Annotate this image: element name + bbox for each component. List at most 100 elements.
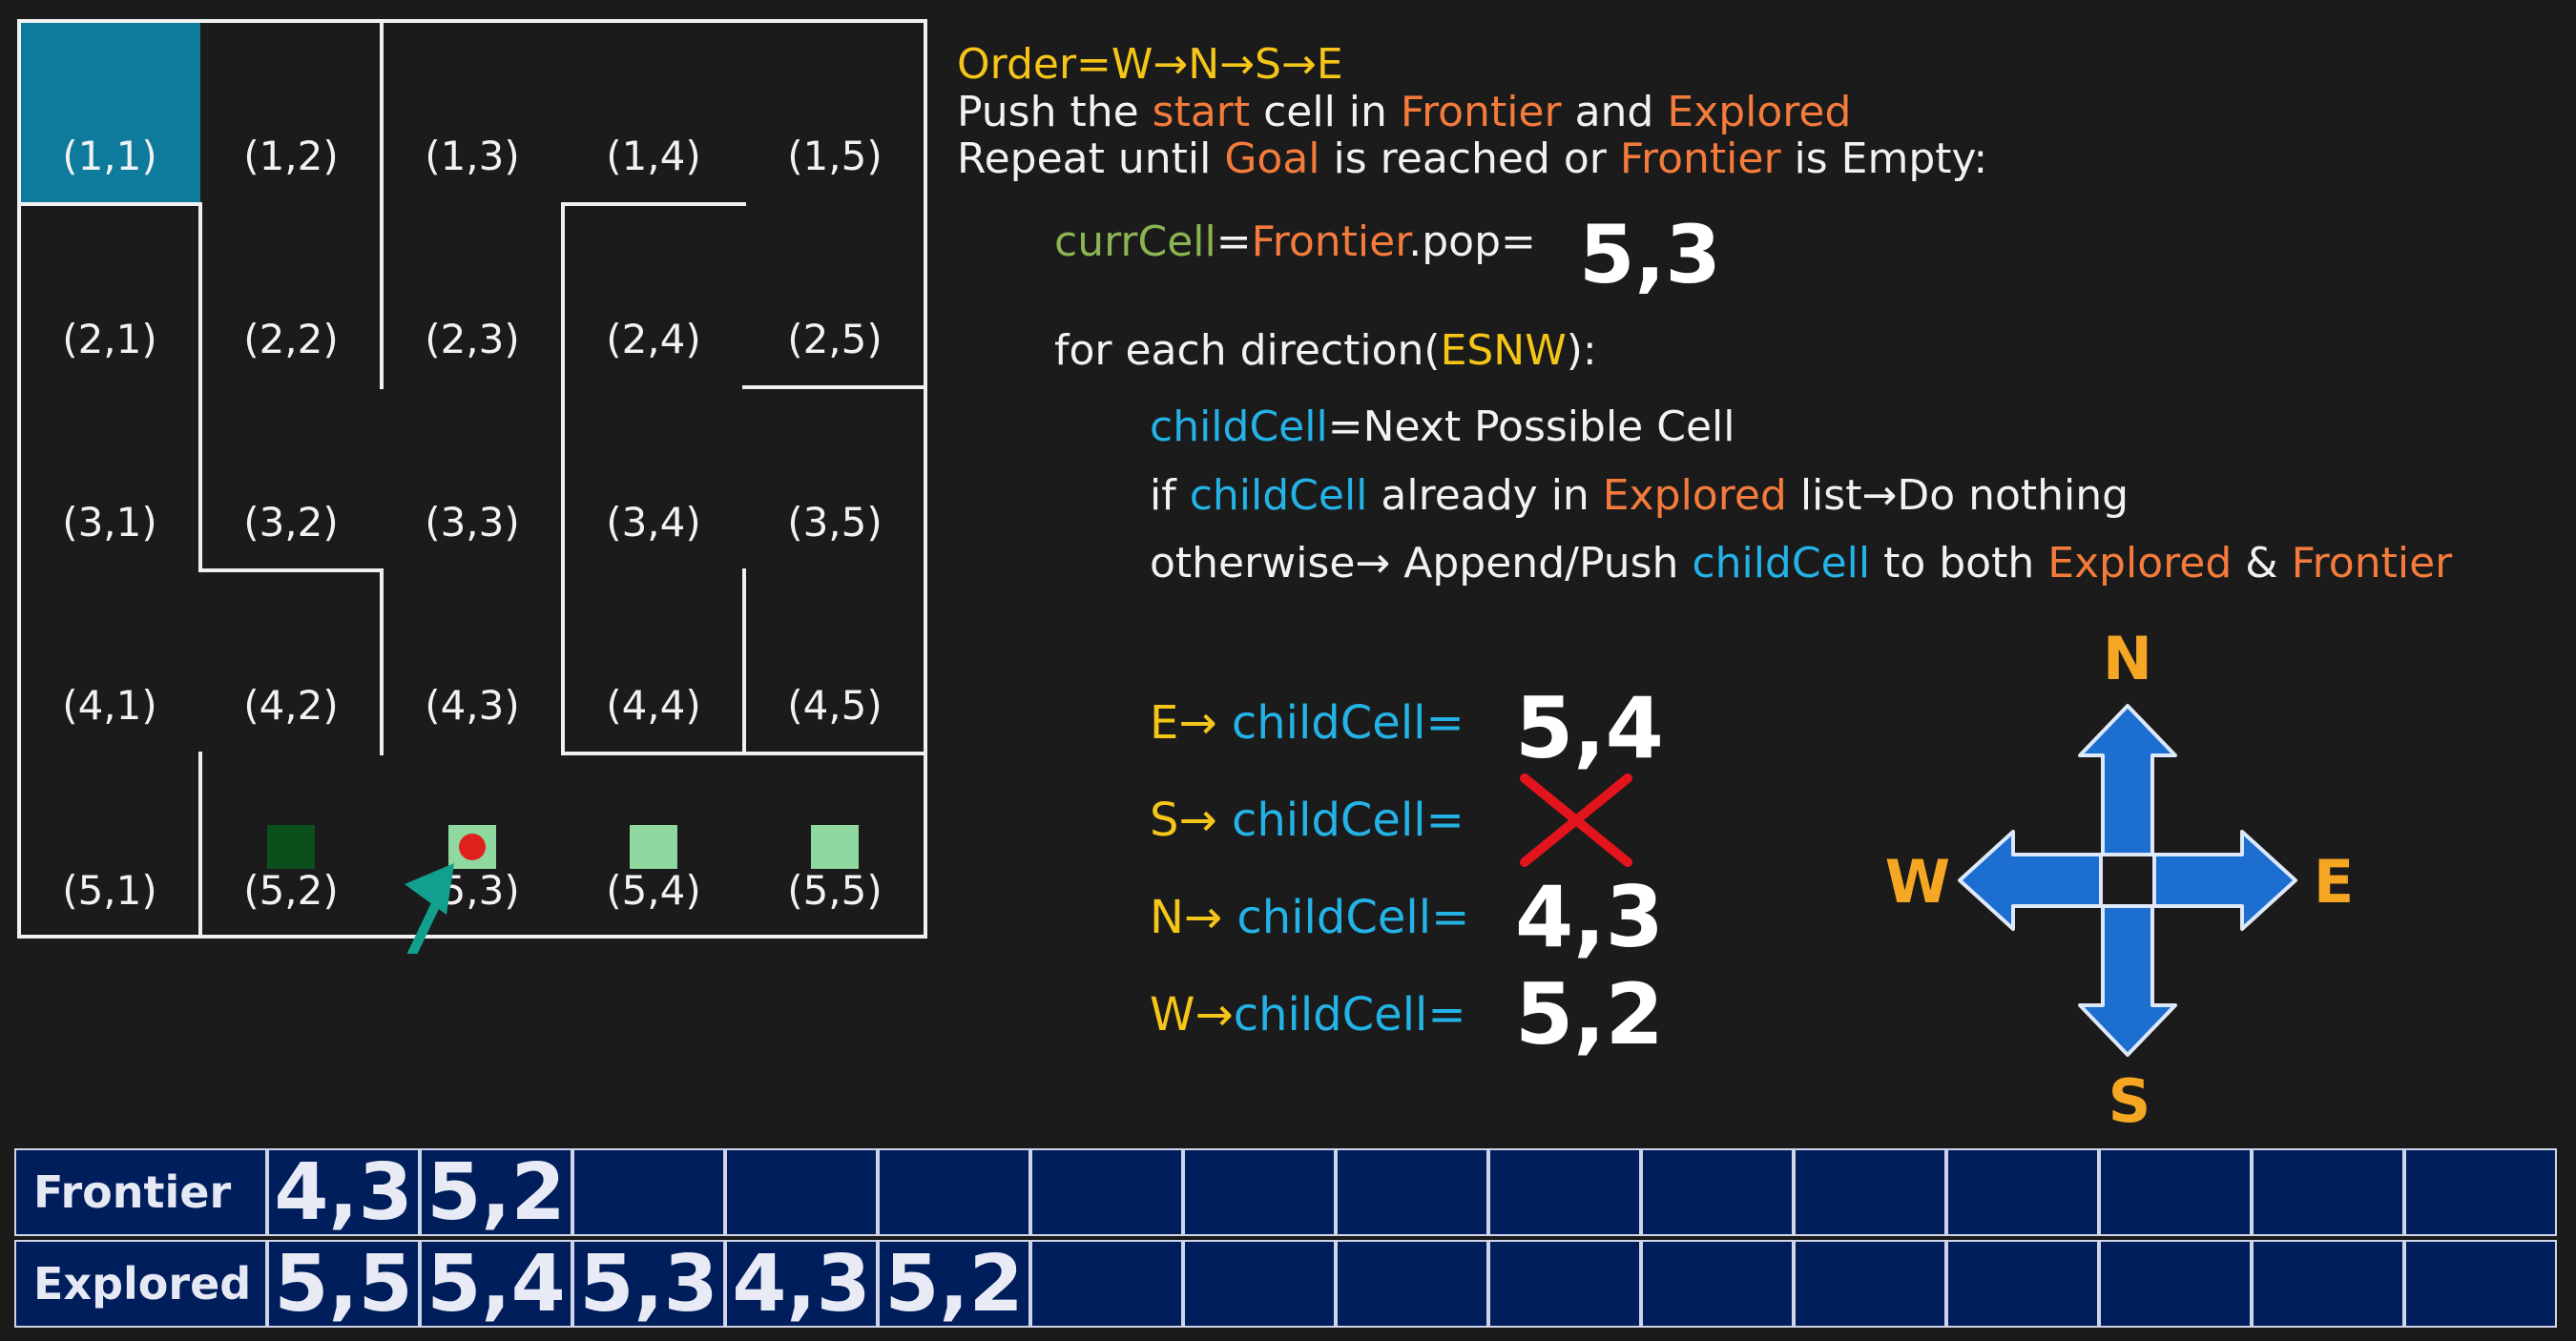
currcell-var: currCell bbox=[1054, 217, 1216, 266]
else-explored-keyword: Explored bbox=[2047, 539, 2233, 588]
compass-e-label: E bbox=[2314, 847, 2354, 917]
else-amp: & bbox=[2232, 539, 2292, 588]
frontier-slot bbox=[725, 1148, 878, 1236]
push-line: Push the start cell in Frontier and Expl… bbox=[957, 88, 1851, 136]
dir-west-childcell: childCell= bbox=[1233, 988, 1466, 1042]
maze-cell-label-5-4: (5,4) bbox=[606, 867, 701, 914]
explored-slot bbox=[2404, 1240, 2557, 1328]
maze-cell-label-2-3: (2,3) bbox=[425, 316, 520, 362]
explored-slot: 4,3 bbox=[725, 1240, 878, 1328]
compass-rose: N S E W bbox=[1885, 624, 2354, 1136]
dir-row-east: E→ childCell= bbox=[1150, 696, 1465, 750]
maze-cell-label-3-5: (3,5) bbox=[787, 499, 883, 546]
frontier-slot bbox=[1183, 1148, 1336, 1236]
maze-cell-label-1-3: (1,3) bbox=[425, 133, 520, 179]
frontier-slot bbox=[1946, 1148, 2099, 1236]
visited-marker-5-2 bbox=[267, 825, 315, 869]
maze-cell-label-4-3: (4,3) bbox=[425, 682, 520, 729]
frontier-slot bbox=[878, 1148, 1030, 1236]
foreach-dirs: ESNW bbox=[1440, 326, 1567, 375]
push-frontier-keyword: Frontier bbox=[1400, 88, 1562, 136]
frontier-slot bbox=[1641, 1148, 1794, 1236]
explored-slot bbox=[1794, 1240, 1946, 1328]
maze-cell-label-5-1: (5,1) bbox=[62, 867, 157, 914]
dir-row-west: W→childCell= bbox=[1150, 988, 1466, 1042]
explored-slot: 5,2 bbox=[878, 1240, 1030, 1328]
maze-cell-label-3-4: (3,4) bbox=[606, 499, 701, 546]
dir-north-childcell: childCell= bbox=[1236, 891, 1470, 944]
compass-w-label: W bbox=[1885, 847, 1950, 917]
if-prefix: if bbox=[1150, 471, 1190, 520]
foreach-line: for each direction(ESNW): bbox=[1054, 326, 1597, 375]
repeat-mid: is reached or bbox=[1319, 134, 1620, 183]
repeat-goal-keyword: Goal bbox=[1224, 134, 1320, 183]
maze-cell-label-2-1: (2,1) bbox=[62, 316, 157, 362]
repeat-prefix: Repeat until bbox=[957, 134, 1225, 183]
explored-slot: 5,5 bbox=[267, 1240, 420, 1328]
dir-south-label: S→ bbox=[1150, 794, 1232, 847]
maze-cell-label-5-5: (5,5) bbox=[787, 867, 883, 914]
maze-cell-label-1-1: (1,1) bbox=[62, 133, 157, 179]
dir-east-childcell: childCell= bbox=[1231, 696, 1465, 750]
repeat-line: Repeat until Goal is reached or Frontier… bbox=[957, 134, 1987, 183]
compass-south-arrow bbox=[2078, 904, 2177, 1057]
dir-row-south: S→ childCell= bbox=[1150, 794, 1465, 847]
else-mid: to both bbox=[1870, 539, 2048, 588]
frontier-label: Frontier bbox=[14, 1148, 267, 1236]
pointer-arrow-shaft bbox=[406, 885, 447, 954]
explored-slot: 5,4 bbox=[420, 1240, 572, 1328]
explored-slot bbox=[1336, 1240, 1488, 1328]
dir-south-childcell: childCell= bbox=[1231, 794, 1465, 847]
currcell-eq: = bbox=[1215, 217, 1252, 266]
maze-cell-label-3-3: (3,3) bbox=[425, 499, 520, 546]
blocked-cross-icon bbox=[1520, 774, 1632, 867]
if-suffix: list→Do nothing bbox=[1786, 471, 2129, 520]
if-childcell: childCell bbox=[1189, 471, 1368, 520]
explored-slot bbox=[1946, 1240, 2099, 1328]
maze-cell-label-3-1: (3,1) bbox=[62, 499, 157, 546]
visited-marker-5-5 bbox=[811, 825, 859, 869]
dir-east-value: 5,4 bbox=[1515, 679, 1664, 777]
frontier-slot bbox=[1794, 1148, 1946, 1236]
frontier-slot bbox=[2252, 1148, 2404, 1236]
frontier-slot: 4,3 bbox=[267, 1148, 420, 1236]
push-prefix: Push the bbox=[957, 88, 1153, 136]
if-line: if childCell already in Explored list→Do… bbox=[1150, 471, 2129, 520]
maze-cell-label-1-4: (1,4) bbox=[606, 133, 701, 179]
dir-west-value: 5,2 bbox=[1515, 965, 1664, 1063]
compass-n-label: N bbox=[2103, 624, 2152, 693]
dir-row-north: N→ childCell= bbox=[1150, 891, 1469, 944]
childcell-line: childCell=Next Possible Cell bbox=[1150, 402, 1735, 451]
maze-cell-label-5-2: (5,2) bbox=[243, 867, 339, 914]
maze-cell-label-2-5: (2,5) bbox=[787, 316, 883, 362]
childcell-rest: =Next Possible Cell bbox=[1327, 402, 1735, 451]
compass-east-arrow bbox=[2152, 830, 2297, 931]
push-mid: cell in bbox=[1250, 88, 1401, 136]
explored-slot bbox=[1641, 1240, 1794, 1328]
frontier-slot bbox=[1336, 1148, 1488, 1236]
otherwise-line: otherwise→ Append/Push childCell to both… bbox=[1150, 539, 2452, 588]
maze-cell-label-1-2: (1,2) bbox=[243, 133, 339, 179]
maze-cell-label-4-2: (4,2) bbox=[243, 682, 339, 729]
else-frontier-keyword: Frontier bbox=[2291, 539, 2453, 588]
childcell-var: childCell bbox=[1150, 402, 1328, 451]
maze-cell-label-4-4: (4,4) bbox=[606, 682, 701, 729]
if-mid: already in bbox=[1367, 471, 1603, 520]
explored-slot bbox=[1488, 1240, 1641, 1328]
explored-slot bbox=[2099, 1240, 2252, 1328]
else-childcell: childCell bbox=[1692, 539, 1871, 588]
explored-slot bbox=[1030, 1240, 1183, 1328]
frontier-slot bbox=[572, 1148, 725, 1236]
maze-cell-label-2-2: (2,2) bbox=[243, 316, 339, 362]
frontier-slot bbox=[1030, 1148, 1183, 1236]
currcell-pop: .pop= bbox=[1408, 217, 1536, 266]
foreach-suffix: ): bbox=[1566, 326, 1597, 375]
frontier-slot bbox=[1488, 1148, 1641, 1236]
push-start-keyword: start bbox=[1152, 88, 1251, 136]
frontier-slot bbox=[2404, 1148, 2557, 1236]
pointer-arrow-head bbox=[405, 863, 454, 915]
dir-north-value: 4,3 bbox=[1515, 868, 1664, 966]
dir-north-label: N→ bbox=[1150, 891, 1237, 944]
